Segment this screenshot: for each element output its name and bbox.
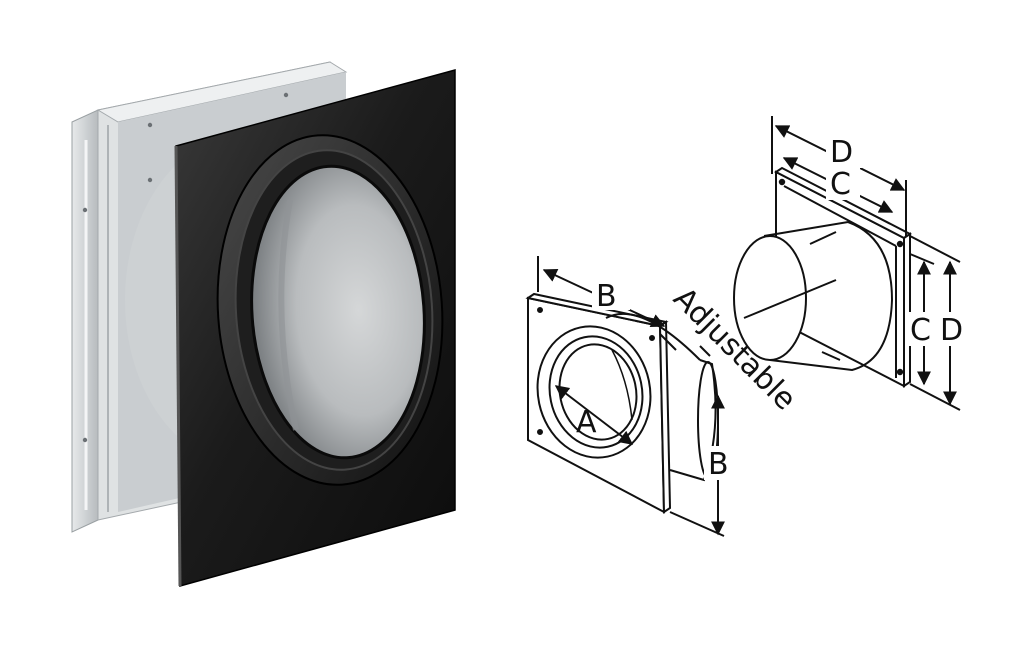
dimension-c-height: C [908, 253, 940, 386]
label-b-top: B [596, 279, 617, 314]
label-b-right: B [708, 447, 729, 482]
label-d-right: D [940, 313, 963, 348]
label-c-right: C [910, 313, 931, 348]
dimension-c-width: C [782, 157, 894, 213]
label-a: A [576, 405, 597, 440]
dimension-b-width: B [537, 256, 666, 328]
flue-opening [250, 164, 426, 460]
dimension-d-height: D [909, 235, 972, 411]
dimension-b-height: B [669, 394, 736, 537]
thimble-photo [71, 61, 456, 587]
rear-unit-drawing [733, 166, 912, 388]
label-c-top: C [830, 167, 851, 202]
label-d-top: D [830, 135, 853, 170]
dimension-a: A [554, 385, 634, 445]
